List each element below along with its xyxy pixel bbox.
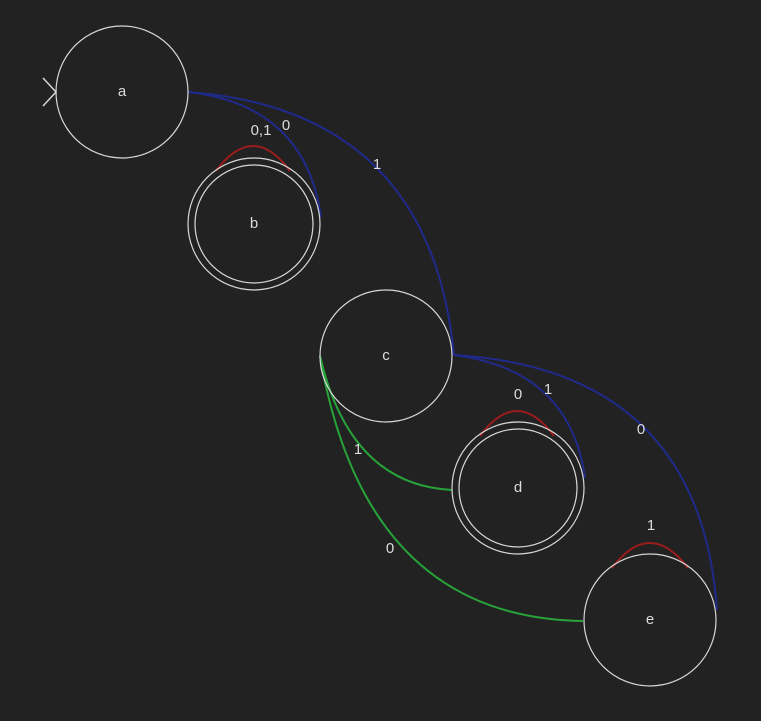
- transition-b-b-arc: [215, 145, 291, 172]
- transition-b-b-label: 0,1: [251, 122, 272, 139]
- start-arrow: [42, 77, 58, 107]
- transition-a-b-label: 0: [282, 117, 290, 134]
- transition-d-d-label: 0: [514, 386, 522, 403]
- state-c: c: [319, 289, 453, 423]
- state-d: d: [451, 421, 585, 555]
- transition-d-c-arc: [319, 355, 453, 491]
- transition-c-d-arc: [453, 354, 586, 479]
- transition-e-c-arc: [319, 355, 584, 622]
- state-a: a: [55, 25, 189, 159]
- state-b: b: [187, 157, 321, 291]
- state-b-accept-ring: [194, 164, 314, 284]
- transition-a-c-label: 1: [373, 156, 381, 173]
- state-a-label: a: [118, 83, 127, 100]
- state-e: e: [583, 553, 717, 687]
- transition-c-d-label: 1: [544, 381, 552, 398]
- transition-d-c-label: 1: [354, 441, 362, 458]
- transition-a-c-arc: [187, 91, 455, 356]
- transition-e-e-arc: [611, 542, 689, 569]
- transition-e-e-label: 1: [647, 517, 655, 534]
- state-b-label: b: [250, 215, 258, 232]
- transition-a-b-arc: [187, 91, 322, 218]
- transition-c-e-arc: [453, 354, 718, 611]
- state-d-label: d: [514, 479, 522, 496]
- state-c-label: c: [382, 347, 390, 364]
- transition-c-e-label: 0: [637, 421, 645, 438]
- state-e-label: e: [646, 611, 654, 628]
- transition-e-c-label: 0: [386, 540, 394, 557]
- state-d-accept-ring: [458, 428, 578, 548]
- transition-d-d-arc: [479, 410, 555, 437]
